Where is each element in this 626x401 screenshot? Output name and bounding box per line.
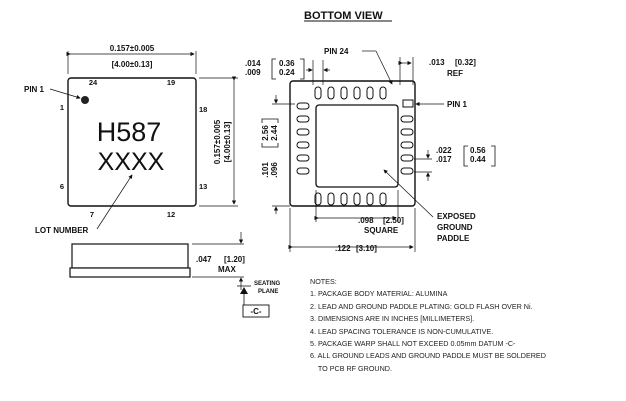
pad bbox=[296, 115, 310, 123]
side-height-mm: [1.20] bbox=[224, 255, 245, 264]
pin-num-6: 6 bbox=[60, 182, 64, 191]
pad bbox=[327, 192, 335, 206]
pin-num-13: 13 bbox=[199, 182, 207, 191]
top-height-mm: [4.00±0.13] bbox=[223, 121, 232, 162]
side-package-body bbox=[71, 243, 189, 269]
note-1: 1. PACKAGE BODY MATERIAL: ALUMINA bbox=[310, 289, 448, 299]
pin24-label: PIN 24 bbox=[324, 47, 349, 56]
pad bbox=[400, 167, 414, 175]
note-3: 3. DIMENSIONS ARE IN INCHES [MILLIMETERS… bbox=[310, 314, 475, 324]
pin-num-12: 12 bbox=[167, 210, 175, 219]
pad bbox=[400, 128, 414, 136]
exposed-paddle-line1: EXPOSED bbox=[437, 212, 476, 221]
lead-length-mm-b: 0.44 bbox=[470, 155, 486, 164]
paddle-inch: .098 bbox=[358, 216, 374, 225]
pad bbox=[296, 128, 310, 136]
notes-heading: NOTES: bbox=[310, 277, 337, 286]
top-view: 0.157±0.005 [4.00±0.13] 24 19 1 18 6 13 … bbox=[24, 44, 238, 235]
ref-mm: [0.32] bbox=[455, 58, 476, 67]
pin-num-18: 18 bbox=[199, 105, 207, 114]
lead-length-inch-b: .017 bbox=[436, 155, 452, 164]
exposed-paddle-line2: GROUND bbox=[437, 223, 473, 232]
top-pads bbox=[314, 86, 387, 100]
side-package-base bbox=[69, 267, 191, 278]
body-inch: .122 bbox=[335, 244, 351, 253]
lead-width-mm-a: 0.36 bbox=[279, 59, 295, 68]
pad bbox=[366, 192, 374, 206]
ground-paddle bbox=[315, 104, 399, 188]
pad bbox=[296, 154, 310, 162]
note-6-cont: TO PCB RF GROUND. bbox=[310, 363, 392, 373]
pad bbox=[400, 115, 414, 123]
note-4: 4. LEAD SPACING TOLERANCE IS NON-CUMULAT… bbox=[310, 326, 494, 336]
lot-number-label: LOT NUMBER bbox=[35, 226, 89, 235]
side-height-inch: .047 bbox=[196, 255, 212, 264]
pin-num-19: 19 bbox=[167, 78, 175, 87]
part-marking: H587 bbox=[97, 117, 162, 147]
pad bbox=[400, 154, 414, 162]
pin-num-1: 1 bbox=[60, 103, 64, 112]
drawing-title: BOTTOM VIEW bbox=[304, 10, 383, 22]
paddle-mm: [2.50] bbox=[383, 216, 404, 225]
lead-length-mm-a: 0.56 bbox=[470, 146, 486, 155]
bottom-view: PIN 24 PIN 1 .014 .009 0.36 0.24 .013 [0… bbox=[245, 47, 496, 253]
top-package-body bbox=[67, 77, 197, 207]
seating-plane-line2: PLANE bbox=[258, 289, 278, 295]
body-mm: [3.10] bbox=[356, 244, 377, 253]
pad bbox=[296, 167, 310, 175]
pitch-mm-b: 2.44 bbox=[270, 125, 279, 141]
pin-num-7: 7 bbox=[90, 210, 94, 219]
pad bbox=[379, 86, 387, 100]
top-width-mm: [4.00±0.13] bbox=[112, 60, 153, 69]
lead-length-inch-a: .022 bbox=[436, 146, 452, 155]
lot-marking: XXXX bbox=[98, 148, 165, 176]
pad bbox=[353, 86, 361, 100]
note-2: 2. LEAD AND GROUND PADDLE PLATING: GOLD … bbox=[310, 301, 533, 311]
pad bbox=[353, 192, 361, 206]
notes-block: NOTES: 1. PACKAGE BODY MATERIAL: ALUMINA… bbox=[310, 276, 620, 375]
pad bbox=[327, 86, 335, 100]
lead-width-inch-a: .014 bbox=[245, 59, 261, 68]
top-width-inch: 0.157±0.005 bbox=[110, 44, 155, 53]
pad bbox=[400, 141, 414, 149]
seating-plane-line1: SEATING bbox=[254, 281, 281, 287]
pin-num-24: 24 bbox=[89, 78, 98, 87]
bottom-pads bbox=[314, 192, 387, 206]
note-5: 5. PACKAGE WARP SHALL NOT EXCEED 0.05mm … bbox=[310, 339, 516, 349]
pad bbox=[340, 192, 348, 206]
side-max-label: MAX bbox=[218, 265, 236, 274]
pitch-mm-a: 2.56 bbox=[261, 125, 270, 141]
left-pads bbox=[296, 102, 310, 175]
datum-c-label: -C- bbox=[250, 307, 261, 316]
pad bbox=[314, 86, 322, 100]
note-6: 6. ALL GROUND LEADS AND GROUND PADDLE MU… bbox=[310, 351, 546, 361]
pitch-inch-b: .096 bbox=[270, 162, 279, 178]
pad bbox=[366, 86, 374, 100]
pad bbox=[296, 102, 310, 110]
pad bbox=[340, 86, 348, 100]
right-pads bbox=[400, 99, 414, 175]
side-view: .047 [1.20] MAX SEATING PLANE -C- bbox=[69, 232, 281, 318]
top-pin1-label: PIN 1 bbox=[24, 85, 45, 94]
datum-c-box bbox=[242, 304, 270, 318]
pad bbox=[314, 192, 322, 206]
lead-width-mm-b: 0.24 bbox=[279, 68, 295, 77]
pad bbox=[296, 141, 310, 149]
bottom-pin1-label: PIN 1 bbox=[447, 100, 468, 109]
pin1-dot bbox=[81, 96, 89, 104]
lead-width-inch-b: .009 bbox=[245, 68, 261, 77]
top-height-inch: 0.157±0.005 bbox=[213, 119, 222, 164]
pad bbox=[379, 192, 387, 206]
ref-label: REF bbox=[447, 69, 463, 78]
exposed-paddle-line3: PADDLE bbox=[437, 234, 470, 243]
pitch-inch-a: .101 bbox=[261, 162, 270, 178]
ref-inch: .013 bbox=[429, 58, 445, 67]
paddle-square-label: SQUARE bbox=[364, 226, 399, 235]
pin1-pad bbox=[402, 99, 414, 108]
